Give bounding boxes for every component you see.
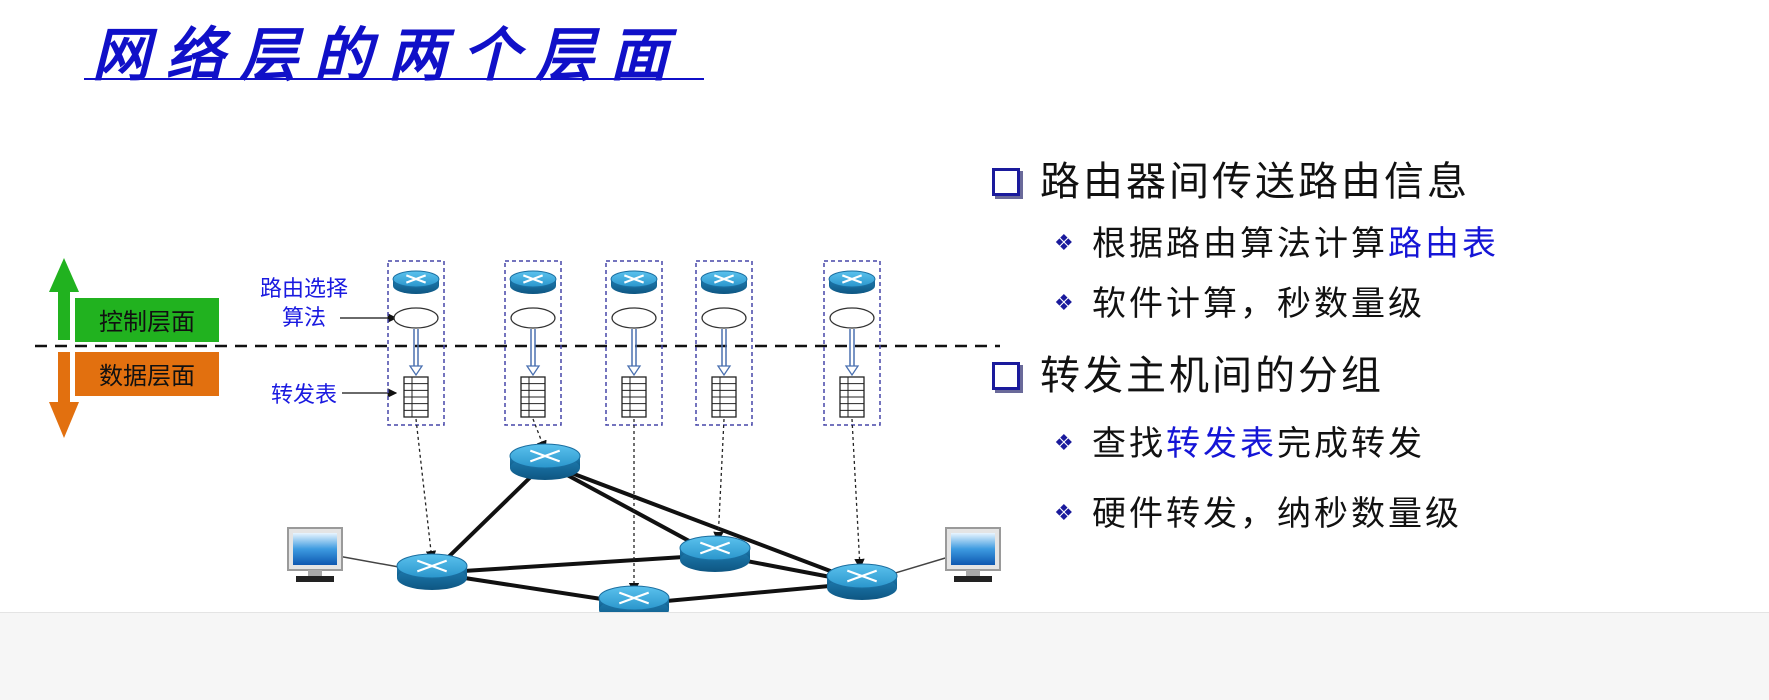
routing-algorithm-label-2: 算法 — [282, 306, 326, 331]
routing-algorithm-node — [611, 307, 657, 329]
sub-bullet: ❖ 软件计算，秒数量级 — [990, 274, 1760, 334]
bottom-bar — [0, 612, 1769, 700]
left-host-icon — [287, 527, 343, 582]
routing-algorithm-node — [393, 307, 439, 329]
diamond-bullet-icon: ❖ — [1054, 231, 1077, 256]
router-unit — [605, 260, 663, 426]
table-to-router-links — [415, 418, 865, 594]
data-plane-box — [75, 352, 219, 396]
right-host-icon — [945, 527, 1001, 582]
bullet-text: 路由器间传送路由信息 — [1040, 159, 1470, 205]
sub-bullet: ❖ 根据路由算法计算路由表 — [990, 214, 1760, 274]
bullet-list: 路由器间传送路由信息 ❖ 根据路由算法计算路由表 ❖ 软件计算，秒数量级 转发主… — [990, 150, 1760, 544]
control-plane-label: 控制层面 — [99, 308, 195, 336]
checkbox-bullet-icon — [992, 362, 1020, 390]
page-title: 网络层的两个层面 — [92, 21, 685, 89]
routing-algorithm-node — [510, 307, 556, 329]
control-router-icon — [610, 270, 658, 294]
router-unit — [504, 260, 562, 426]
routing-algorithm-node — [701, 307, 747, 329]
bullet-text: 转发主机间的分组 — [1040, 353, 1384, 399]
control-plane-box — [75, 298, 219, 342]
title-underline — [84, 78, 704, 80]
forwarding-table-label: 转发表 — [271, 383, 337, 408]
diamond-bullet-icon: ❖ — [1054, 431, 1077, 456]
sub-bullet-text: 查找 — [1092, 424, 1166, 464]
data-plane-arrow — [49, 352, 79, 438]
sub-bullet-suffix: 完成转发 — [1277, 424, 1425, 464]
checkbox-bullet-icon — [992, 168, 1020, 196]
network-router-icon — [509, 443, 581, 480]
forwarding-table-icon — [403, 376, 429, 418]
bullet-routing-info: 路由器间传送路由信息 — [990, 150, 1760, 214]
sub-bullet-text: 硬件转发，纳秒数量级 — [1092, 494, 1462, 534]
sub-bullet: ❖ 硬件转发，纳秒数量级 — [990, 484, 1760, 544]
control-router-icon — [392, 270, 440, 294]
network-router-icon — [396, 553, 468, 590]
data-plane-label: 数据层面 — [99, 362, 195, 390]
bullet-forwarding: 转发主机间的分组 — [990, 344, 1760, 408]
router-unit — [387, 260, 445, 426]
sub-bullet-highlight: 转发表 — [1166, 424, 1277, 464]
sub-bullet-text: 根据路由算法计算 — [1092, 224, 1388, 264]
physical-routers — [396, 443, 898, 622]
forwarding-table-icon — [711, 376, 737, 418]
network-router-icon — [679, 535, 751, 572]
forwarding-table-icon — [621, 376, 647, 418]
control-plane-arrow — [49, 258, 79, 340]
diamond-bullet-icon: ❖ — [1054, 291, 1077, 316]
control-router-icon — [828, 270, 876, 294]
control-router-icon — [700, 270, 748, 294]
forwarding-table-icon — [520, 376, 546, 418]
network-router-icon — [826, 563, 898, 600]
sub-bullet-text: 软件计算，秒数量级 — [1092, 284, 1425, 324]
sub-bullet-highlight: 路由表 — [1388, 224, 1499, 264]
forwarding-table-icon — [839, 376, 865, 418]
router-unit — [823, 260, 881, 426]
control-router-icon — [509, 270, 557, 294]
router-unit — [695, 260, 753, 426]
sub-bullet: ❖ 查找转发表完成转发 — [990, 414, 1760, 474]
diamond-bullet-icon: ❖ — [1054, 501, 1077, 526]
router-units — [387, 260, 881, 426]
routing-algorithm-node — [829, 307, 875, 329]
routing-algorithm-label-1: 路由选择 — [260, 277, 348, 302]
